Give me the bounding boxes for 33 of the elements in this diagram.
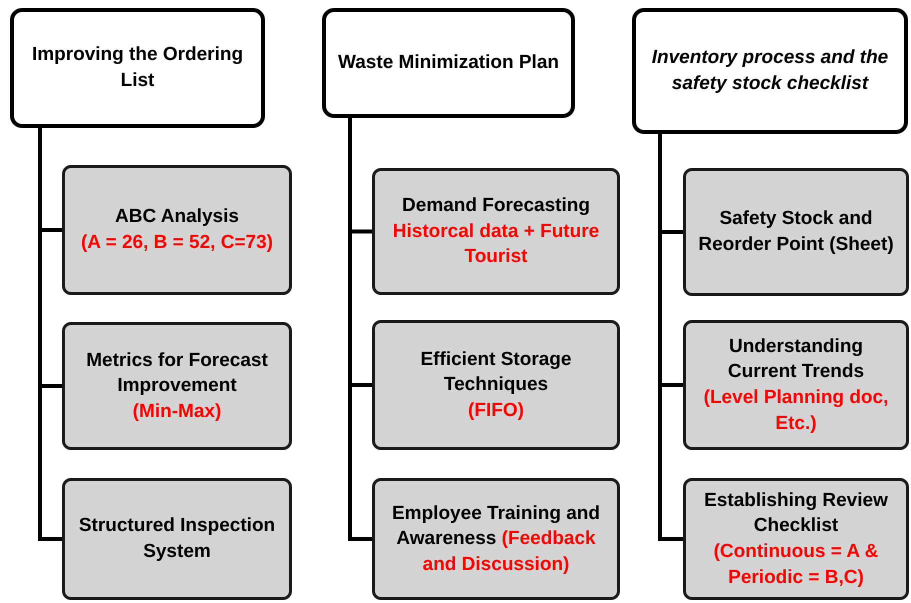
connector-line xyxy=(658,134,683,541)
task-text: Understanding Current Trends xyxy=(726,334,866,384)
detail-text: (A = 26, B = 52, C=73) xyxy=(80,231,274,255)
detail-text: (Min-Max) xyxy=(132,400,222,424)
heading-box xyxy=(632,8,908,134)
task-box xyxy=(372,168,620,295)
task-box xyxy=(372,320,620,450)
task-box xyxy=(372,478,620,600)
task-text: Demand Forecasting xyxy=(402,194,590,218)
detail-text: (FIFO) xyxy=(468,398,524,423)
task-text: Safety Stock and Reorder Point (Sheet) xyxy=(697,207,895,257)
task-text: Structured Inspection System xyxy=(78,514,276,564)
connector-line xyxy=(348,118,372,541)
heading-box xyxy=(10,8,265,128)
task-text: Employee Training and Awareness (Feedback and Discussion) xyxy=(391,502,601,577)
connector-line xyxy=(38,128,62,541)
task-text: ABC Analysis xyxy=(115,205,239,230)
heading-text: Improving the Ordering List xyxy=(30,43,244,93)
detail-text: (Level Planning doc, Etc.) xyxy=(702,386,890,436)
task-box xyxy=(683,320,909,450)
heading-text: Waste Minimization Plan xyxy=(338,51,559,76)
task-box xyxy=(62,322,292,450)
task-box xyxy=(683,168,909,296)
task-box xyxy=(62,478,292,600)
detail-text: Historcal data + Future Tourist xyxy=(392,220,600,270)
task-box xyxy=(62,165,292,295)
task-text: Metrics for Forecast Improvement xyxy=(85,348,269,398)
heading-box xyxy=(322,8,575,118)
task-box xyxy=(683,478,909,600)
task-text: Efficient Storage Techniques xyxy=(420,348,572,398)
heading-text: Inventory process and the safety stock checklist xyxy=(650,46,890,96)
detail-text: (Continuous = A & Periodic = B,C) xyxy=(712,540,880,590)
task-text: Establishing Review Checklist xyxy=(703,488,889,538)
